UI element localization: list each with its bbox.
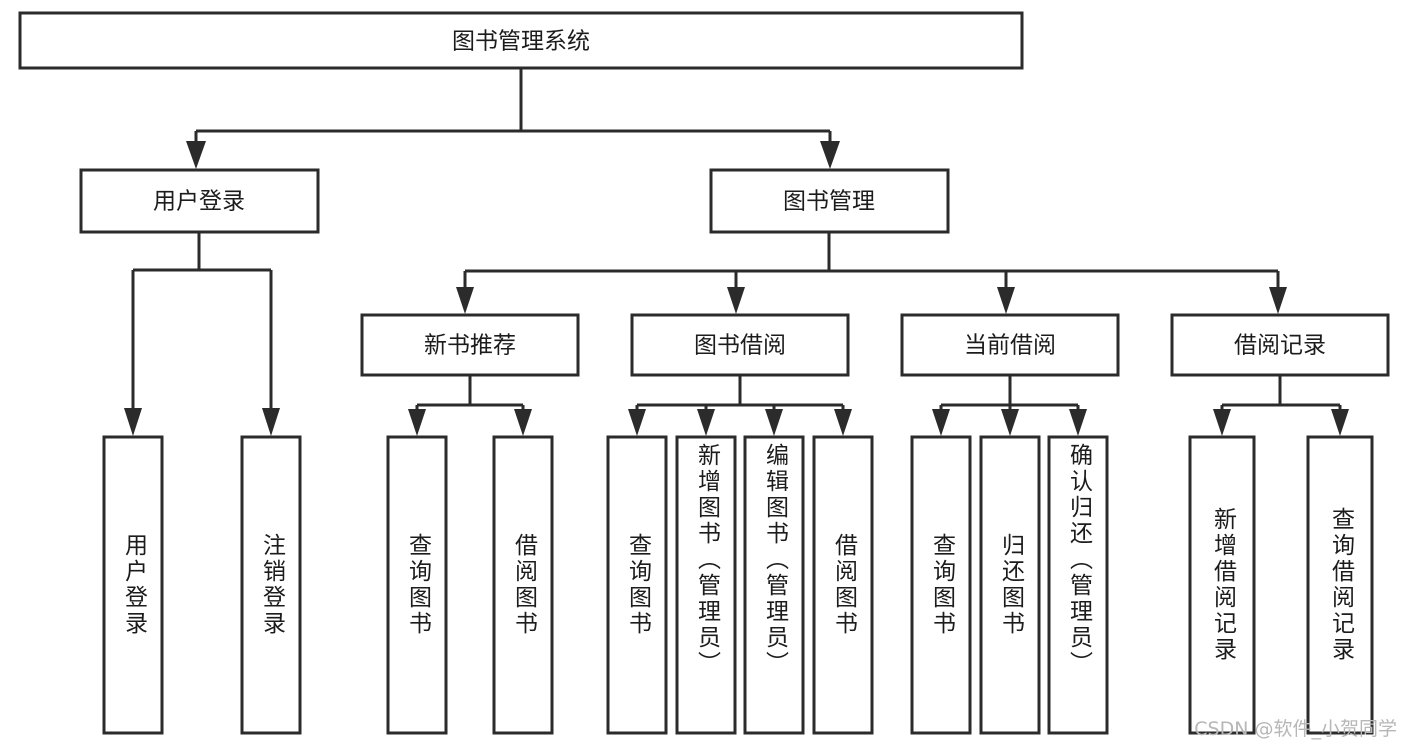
leaf-box-book-borrow-4[interactable] — [812, 435, 874, 735]
arrow-head-cb-leaf-2 — [1001, 409, 1019, 436]
leaf-box-borrow-record-1[interactable] — [1188, 435, 1256, 735]
arrow-head-cb-leaf-3 — [1069, 409, 1087, 436]
node-book-borrow[interactable]: 图书借阅 — [630, 313, 850, 377]
arrow-head-to-current-borrow — [997, 287, 1015, 314]
leaf-box-current-borrow-1[interactable] — [910, 435, 972, 735]
node-book-manage[interactable]: 图书管理 — [709, 168, 950, 234]
arrow-head-br-leaf-1 — [1213, 409, 1231, 436]
arrow-head-to-book-manage — [820, 141, 840, 169]
leaf-box-book-borrow-3[interactable] — [743, 435, 805, 735]
leaf-box-borrow-record-2[interactable] — [1306, 435, 1374, 735]
node-current-borrow-label: 当前借阅 — [964, 333, 1056, 359]
arrow-head-cb-leaf-1 — [932, 409, 950, 436]
node-book-borrow-box[interactable] — [630, 313, 850, 377]
arrow-head-br-leaf-2 — [1331, 409, 1349, 436]
node-user-login-label: 用户登录 — [153, 189, 245, 215]
arrow-head-bb-leaf-4 — [834, 409, 852, 436]
arrow-head-to-new-book — [456, 287, 474, 314]
arrow-head-nbr-leaf-2 — [514, 409, 532, 436]
node-root-label: 图书管理系统 — [452, 29, 590, 55]
node-book-borrow-label: 图书借阅 — [694, 333, 786, 359]
node-new-book-recommend-box[interactable] — [360, 313, 580, 377]
node-root-box[interactable] — [18, 11, 1024, 70]
node-new-book-recommend[interactable]: 新书推荐 — [360, 313, 580, 377]
arrow-head-to-book-borrow — [727, 287, 745, 314]
leaf-box-book-borrow-1[interactable] — [606, 435, 668, 735]
node-user-login[interactable]: 用户登录 — [79, 168, 320, 234]
node-new-book-recommend-label: 新书推荐 — [424, 333, 516, 359]
node-book-manage-box[interactable] — [709, 168, 950, 234]
arrow-head-bb-leaf-2 — [697, 409, 715, 436]
arrow-head-nbr-leaf-1 — [408, 409, 426, 436]
arrow-head-ul-leaf-2 — [262, 408, 280, 436]
leaf-box-book-borrow-2[interactable] — [675, 435, 737, 735]
leaf-box-new-book-1[interactable] — [386, 435, 448, 735]
leaf-box-user-login-1[interactable] — [102, 435, 164, 735]
arrow-head-ul-leaf-1 — [124, 408, 142, 436]
node-borrow-record-box[interactable] — [1170, 313, 1390, 377]
arrow-head-bb-leaf-3 — [765, 409, 783, 436]
node-borrow-record-label: 借阅记录 — [1234, 333, 1326, 359]
leaf-box-current-borrow-3[interactable] — [1047, 435, 1109, 735]
leaf-box-user-login-2[interactable] — [240, 435, 302, 735]
arrow-head-to-borrow-record — [1269, 287, 1287, 314]
leaf-box-current-borrow-2[interactable] — [979, 435, 1041, 735]
watermark-text: CSDN @软件_小贺同学 — [1194, 718, 1397, 740]
arrow-head-to-user-login — [186, 141, 206, 169]
leaf-box-new-book-2[interactable] — [492, 435, 554, 735]
node-borrow-record[interactable]: 借阅记录 — [1170, 313, 1390, 377]
node-book-manage-label: 图书管理 — [783, 189, 875, 215]
arrow-head-bb-leaf-1 — [628, 409, 646, 436]
node-current-borrow[interactable]: 当前借阅 — [900, 313, 1120, 377]
node-root[interactable]: 图书管理系统 — [18, 11, 1024, 70]
node-current-borrow-box[interactable] — [900, 313, 1120, 377]
